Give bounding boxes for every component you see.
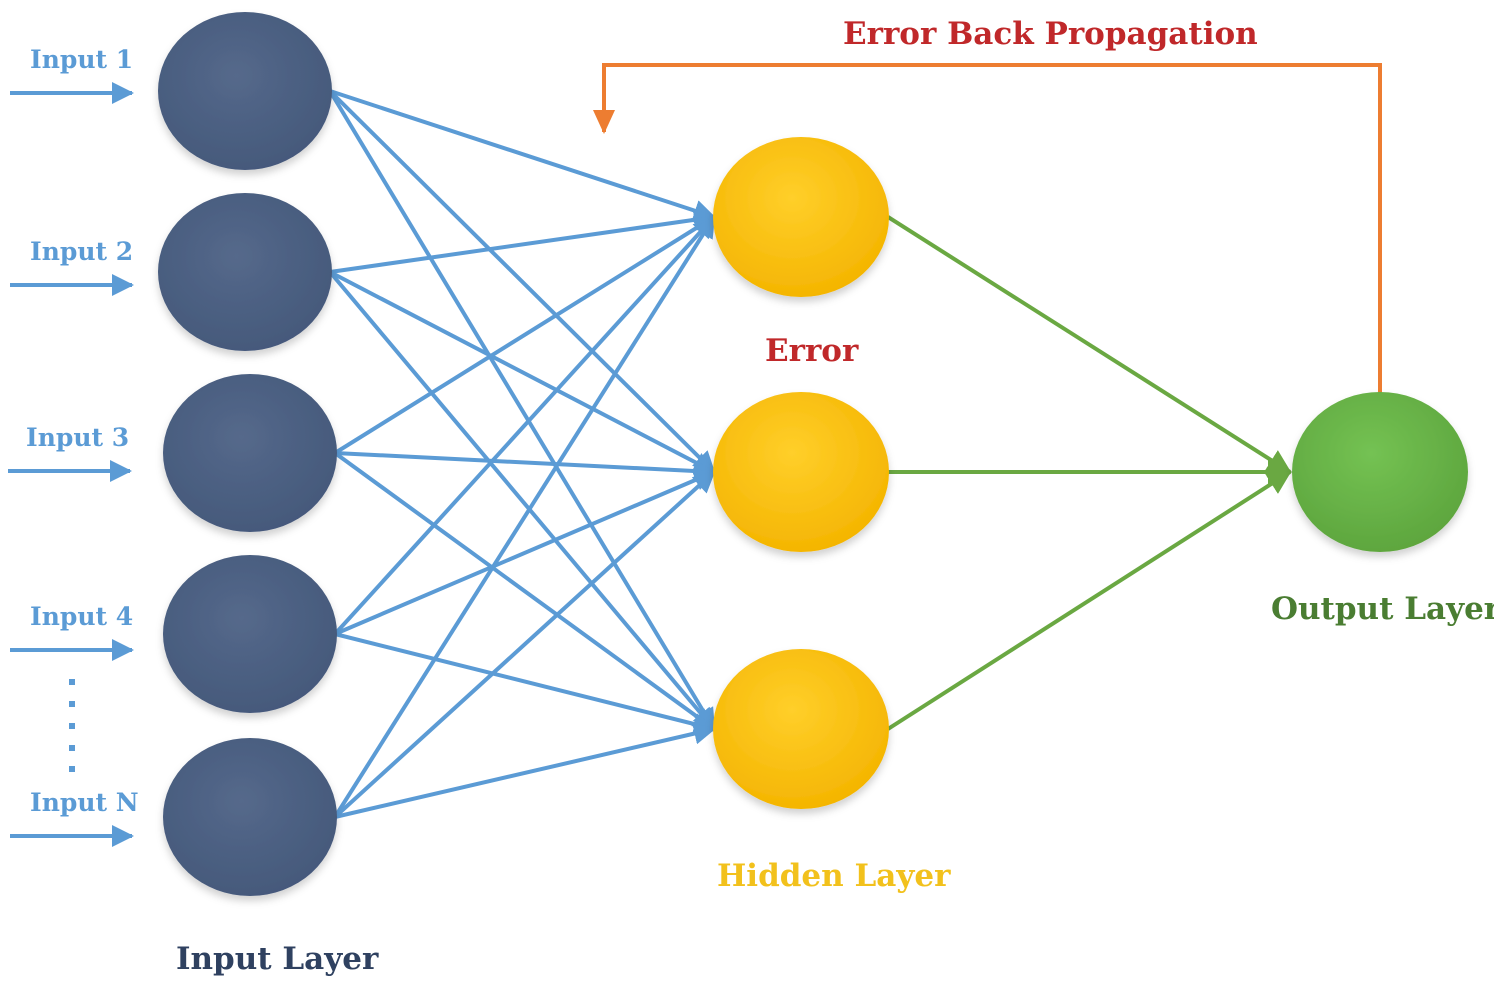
edge-input-2-hidden-2	[329, 270, 716, 474]
error-back-propagation-arrow	[593, 63, 1382, 395]
output-node	[1292, 392, 1468, 552]
input-label-3: Input 3	[26, 423, 129, 452]
edge-input-1-hidden-1	[329, 89, 716, 222]
input-node-2	[158, 193, 332, 351]
error-label: Error	[765, 333, 859, 369]
edge-input-3-hidden-1	[333, 215, 716, 455]
edge-input-n-hidden-1	[333, 215, 716, 819]
edge-input-n-hidden-2	[333, 470, 716, 819]
input-arrows	[8, 82, 134, 847]
input-layer-label: Input Layer	[176, 941, 379, 977]
output-layer-label: Output Layer	[1271, 591, 1494, 627]
ellipsis-dots	[69, 679, 75, 772]
edge-input-4-hidden-2	[334, 469, 716, 636]
input-node-4	[163, 555, 337, 713]
edge-input-2-hidden-1	[329, 208, 716, 274]
hidden-to-output-connections	[886, 215, 1292, 731]
hidden-node-3	[713, 649, 889, 809]
edge-input-4-hidden-1	[333, 215, 716, 636]
input-label-1: Input 1	[30, 45, 133, 74]
input-label-n: Input N	[30, 788, 139, 817]
edge-input-n-hidden-3	[334, 722, 716, 819]
input-to-hidden-connections	[328, 89, 716, 819]
input-label-2: Input 2	[30, 237, 133, 266]
edge-hidden-1-output	[886, 215, 1292, 474]
hidden-node-1	[713, 137, 889, 297]
edge-input-1-hidden-3	[328, 89, 716, 731]
edge-input-3-hidden-3	[333, 451, 716, 731]
input-label-4: Input 4	[30, 602, 133, 631]
hidden-layer-label: Hidden Layer	[717, 858, 951, 894]
edge-hidden-3-output	[886, 470, 1292, 731]
input-node-3	[163, 374, 337, 532]
edge-input-1-hidden-2	[328, 89, 716, 474]
hidden-node-2	[713, 392, 889, 552]
hidden-layer-nodes	[713, 137, 889, 809]
input-node-n	[163, 738, 337, 896]
diagram-title: Error Back Propagation	[843, 16, 1258, 52]
input-layer-nodes	[158, 12, 337, 896]
edge-input-2-hidden-3	[328, 270, 716, 731]
edge-input-3-hidden-2	[334, 451, 716, 482]
input-node-1	[158, 12, 332, 170]
edge-input-4-hidden-3	[334, 632, 716, 735]
